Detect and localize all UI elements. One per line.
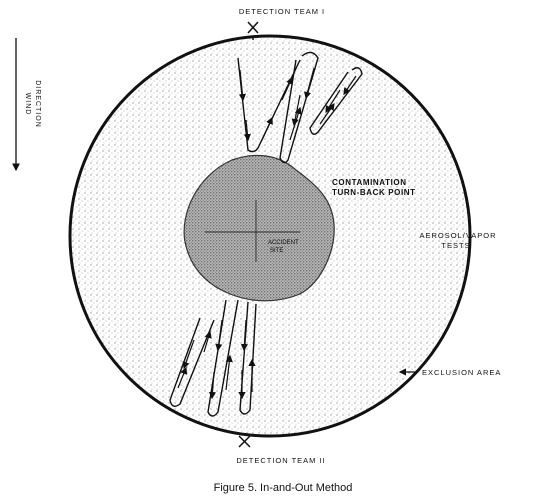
team2-label: DETECTION TEAM II	[236, 456, 325, 465]
team1-label: DETECTION TEAM I	[239, 7, 325, 16]
accident-site-crosshair	[205, 200, 300, 262]
contamination-zone	[183, 154, 335, 302]
accident-label: ACCIDENT	[268, 240, 299, 246]
exclusion-label: EXCLUSION AREA	[422, 368, 501, 377]
turnback-label: TURN-BACK POINT	[332, 188, 416, 197]
team1-sweep-paths	[237, 51, 363, 164]
team2-sweep-paths	[169, 299, 257, 417]
aerosol-label: AEROSOL/VAPOR	[419, 231, 496, 240]
tests-label: TESTS	[441, 241, 470, 250]
team2-arrows	[177, 319, 256, 400]
contamination-label: CONTAMINATION	[332, 178, 407, 187]
team2-marker	[238, 435, 251, 448]
figure-caption: Figure 5. In-and-Out Method	[214, 482, 353, 494]
team1-marker	[247, 21, 259, 40]
wind-label: WIND	[24, 93, 31, 116]
direction-label: DIRECTION	[34, 80, 41, 128]
team1-arrows	[238, 67, 357, 142]
site-label: SITE	[270, 248, 283, 254]
